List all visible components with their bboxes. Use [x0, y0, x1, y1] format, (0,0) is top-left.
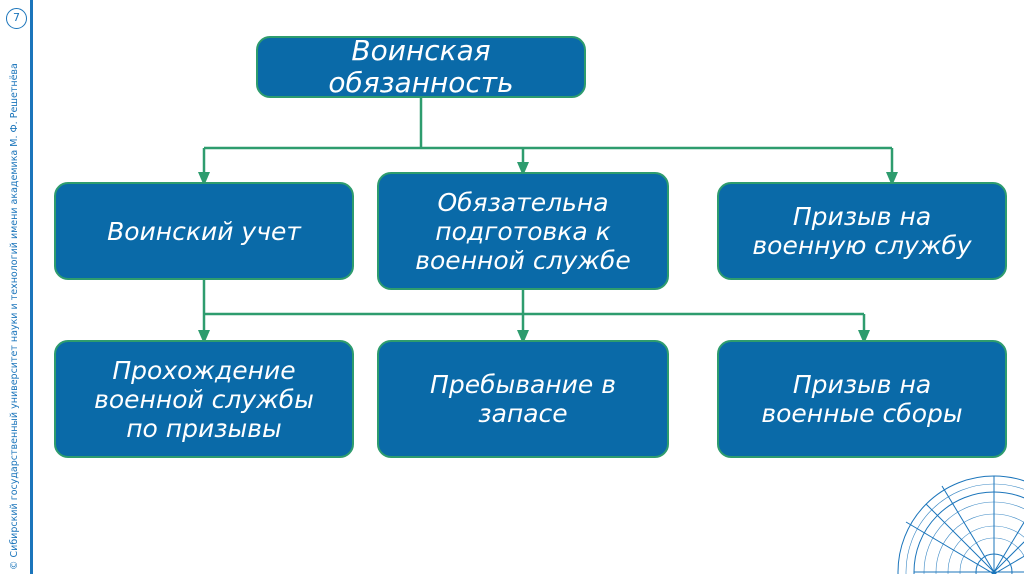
node-prebyvanie-v-zapase[interactable]: Пребывание в запасе	[377, 340, 669, 458]
node-label: Воинский учет	[107, 216, 301, 246]
brand-strip: 7 © Сибирский государственный университе…	[0, 0, 34, 574]
university-credit-text: © Сибирский государственный университет …	[9, 63, 20, 570]
node-root-label: Воинская обязанность	[328, 33, 514, 99]
node-root[interactable]: Воинская обязанность	[256, 33, 586, 99]
node-obyazatelnaya-podgotovka[interactable]: Обязательна подготовка к военной службе	[377, 172, 669, 290]
node-label: Прохождение военной службы по призывы	[94, 355, 314, 443]
diagram-canvas: Воинская обязанность Воинский учет Обяза…	[34, 0, 1024, 574]
university-emblem-watermark	[897, 475, 1024, 574]
brand-strip-rule	[30, 0, 33, 574]
node-prohozhdenie-sluzhby[interactable]: Прохождение военной службы по призывы	[54, 340, 354, 458]
node-label: Призыв на военную службу	[752, 202, 972, 260]
node-prizyv-na-voennuyu-sluzhbu[interactable]: Призыв на военную службу	[717, 182, 1007, 280]
node-label: Обязательна подготовка к военной службе	[415, 187, 631, 275]
slide-number-badge: 7	[6, 8, 27, 29]
node-voinskiy-uchet[interactable]: Воинский учет	[54, 182, 354, 280]
node-prizyv-na-voennye-sbory[interactable]: Призыв на военные сборы	[717, 340, 1007, 458]
node-label: Призыв на военные сборы	[761, 370, 963, 428]
node-label: Пребывание в запасе	[430, 370, 616, 428]
